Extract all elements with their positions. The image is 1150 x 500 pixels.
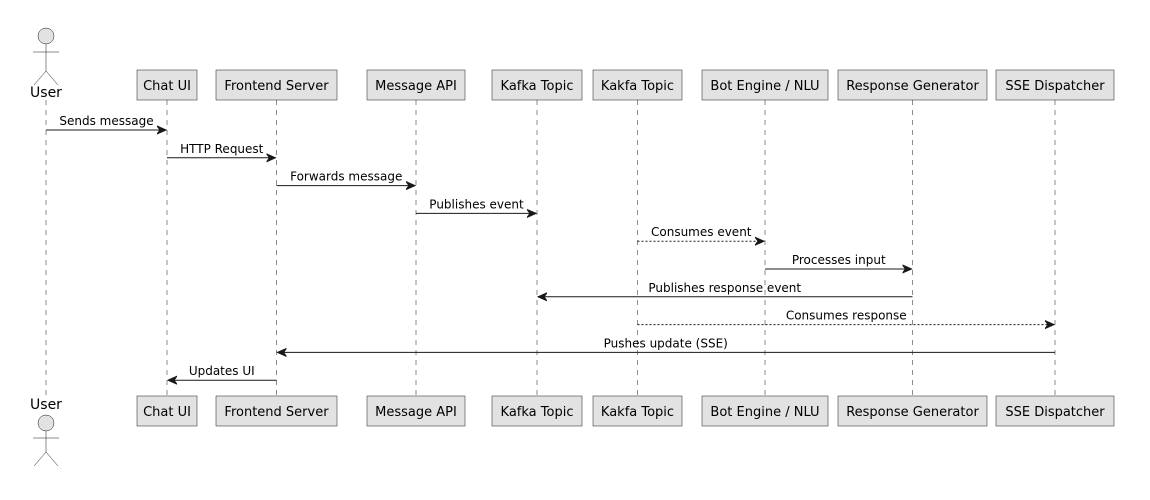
message-consumes-response: Consumes response [637, 309, 1055, 325]
user-actor-icon [33, 27, 59, 86]
message-label: Processes input [792, 253, 886, 267]
participant-label: Kafka Topic [501, 405, 574, 420]
participant-box-shape [136, 69, 198, 101]
message-label: Sends message [59, 114, 153, 128]
participant-box-shape [491, 395, 583, 427]
message-pushes-update-sse: Pushes update (SSE) [278, 336, 1055, 352]
user-actor-label: User [30, 85, 62, 101]
participant-box-shape [136, 395, 198, 427]
participant-label: Message API [375, 79, 457, 94]
participant-message-api-top: Message API [366, 69, 466, 101]
participant-label: Bot Engine / NLU [710, 405, 819, 420]
participant-box-shape [701, 395, 829, 427]
message-label: Consumes response [786, 309, 907, 323]
participant-label: Bot Engine / NLU [710, 79, 819, 94]
participant-message-api-bottom: Message API [366, 395, 466, 427]
participant-label: Frontend Server [224, 79, 329, 94]
participant-label: Response Generator [846, 79, 979, 94]
participant-label: Kafka Topic [501, 79, 574, 94]
participant-box-shape [592, 69, 683, 101]
participant-label: Kakfa Topic [601, 405, 674, 420]
participant-label: SSE Dispatcher [1005, 405, 1105, 420]
message-label: Pushes update (SSE) [604, 336, 728, 350]
participant-box-shape [995, 69, 1115, 101]
message-updates-ui: Updates UI [168, 364, 277, 380]
message-http-request: HTTP Request [167, 142, 276, 158]
message-forwards-message: Forwards message [276, 170, 416, 186]
participant-chat-ui-bottom: Chat UI [136, 395, 198, 427]
participant-label: Kakfa Topic [601, 79, 674, 94]
participant-bot-engine-nlu-top: Bot Engine / NLU [701, 69, 829, 101]
message-label: Publishes event [429, 197, 524, 211]
participant-label: Chat UI [143, 405, 191, 420]
user-actor-top: User [30, 27, 62, 101]
message-label: Publishes response event [648, 281, 801, 295]
participant-label: Frontend Server [224, 405, 329, 420]
participant-frontend-server-bottom: Frontend Server [215, 395, 338, 427]
participants-bottom: Chat UI Frontend Server Message API Kafka T… [136, 395, 1115, 427]
participant-sse-dispatcher-top: SSE Dispatcher [995, 69, 1115, 101]
participant-box-shape [592, 395, 683, 427]
participant-box-shape [215, 395, 338, 427]
participant-frontend-server-top: Frontend Server [215, 69, 338, 101]
user-actor-label: User [30, 397, 62, 413]
participant-label: Chat UI [143, 79, 191, 94]
user-actor-icon [33, 414, 59, 467]
participant-kafka-topic-top: Kafka Topic [491, 69, 583, 101]
participant-kafka-topic-bottom: Kafka Topic [491, 395, 583, 427]
participant-box-shape [366, 69, 466, 101]
participant-box-shape [837, 395, 988, 427]
participant-label: SSE Dispatcher [1005, 79, 1105, 94]
participant-kakfa-topic-top: Kakfa Topic [592, 69, 683, 101]
participant-box-shape [366, 395, 466, 427]
participant-label: Message API [375, 405, 457, 420]
message-label: Forwards message [290, 170, 402, 184]
participant-box-shape [701, 69, 829, 101]
message-label: HTTP Request [180, 142, 264, 156]
participant-response-generator-bottom: Response Generator [837, 395, 988, 427]
message-publishes-response-event: Publishes response event [538, 281, 913, 297]
participants-top: Chat UI Frontend Server Message API Kafka T… [136, 69, 1115, 101]
message-sends-message: Sends message [46, 114, 166, 130]
participant-sse-dispatcher-bottom: SSE Dispatcher [995, 395, 1115, 427]
message-label: Updates UI [189, 364, 255, 378]
participant-chat-ui-top: Chat UI [136, 69, 198, 101]
participant-box-shape [837, 69, 988, 101]
message-consumes-event: Consumes event [637, 225, 765, 241]
participant-label: Response Generator [846, 405, 979, 420]
participant-response-generator-top: Response Generator [837, 69, 988, 101]
participant-bot-engine-nlu-bottom: Bot Engine / NLU [701, 395, 829, 427]
message-label: Consumes event [651, 225, 752, 239]
message-publishes-event: Publishes event [416, 197, 536, 213]
participant-box-shape [491, 69, 583, 101]
participant-kakfa-topic-bottom: Kakfa Topic [592, 395, 683, 427]
message-processes-input: Processes input [765, 253, 912, 269]
participant-box-shape [995, 395, 1115, 427]
user-actor-bottom: User [30, 397, 62, 467]
participant-box-shape [215, 69, 338, 101]
